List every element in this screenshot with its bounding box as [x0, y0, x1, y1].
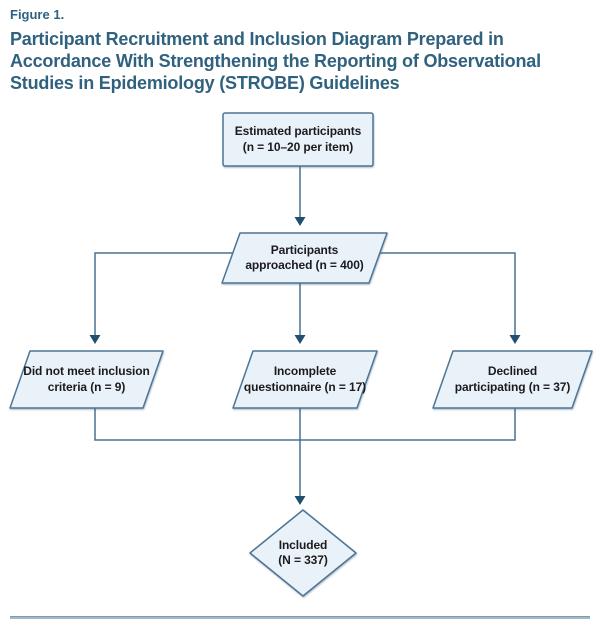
node-shapes	[9, 112, 593, 597]
arrowhead-to-incomplete	[294, 335, 306, 344]
parallelogram-shape-incomplete	[232, 350, 378, 409]
bottom-divider	[10, 616, 590, 619]
arrowhead-to-declined	[509, 335, 521, 344]
parallelogram-shape-approached	[221, 232, 388, 284]
connector-edges	[94, 166, 516, 497]
diamond-shape-included	[249, 509, 357, 597]
figure-title-line-3: Studies in Epidemiology (STROBE) Guideli…	[10, 73, 400, 93]
arrowheads	[89, 217, 521, 505]
edge-exclusions-join	[94, 408, 516, 441]
figure-title-line-2: Accordance With Strengthening the Report…	[10, 51, 541, 71]
parallelogram-shape-declined	[432, 350, 593, 409]
arrowhead-to-did-not-meet	[89, 335, 101, 344]
figure-label: Figure 1.	[10, 7, 65, 22]
parallelogram-shape-did-not-meet	[9, 350, 164, 409]
figure-title-line-1: Participant Recruitment and Inclusion Di…	[10, 29, 504, 49]
arrowhead-to-included	[294, 496, 306, 505]
arrowhead-to-approached	[294, 217, 306, 226]
rectangle-shape-estimated	[222, 112, 374, 167]
figure-title: Participant Recruitment and Inclusion Di…	[10, 28, 596, 94]
